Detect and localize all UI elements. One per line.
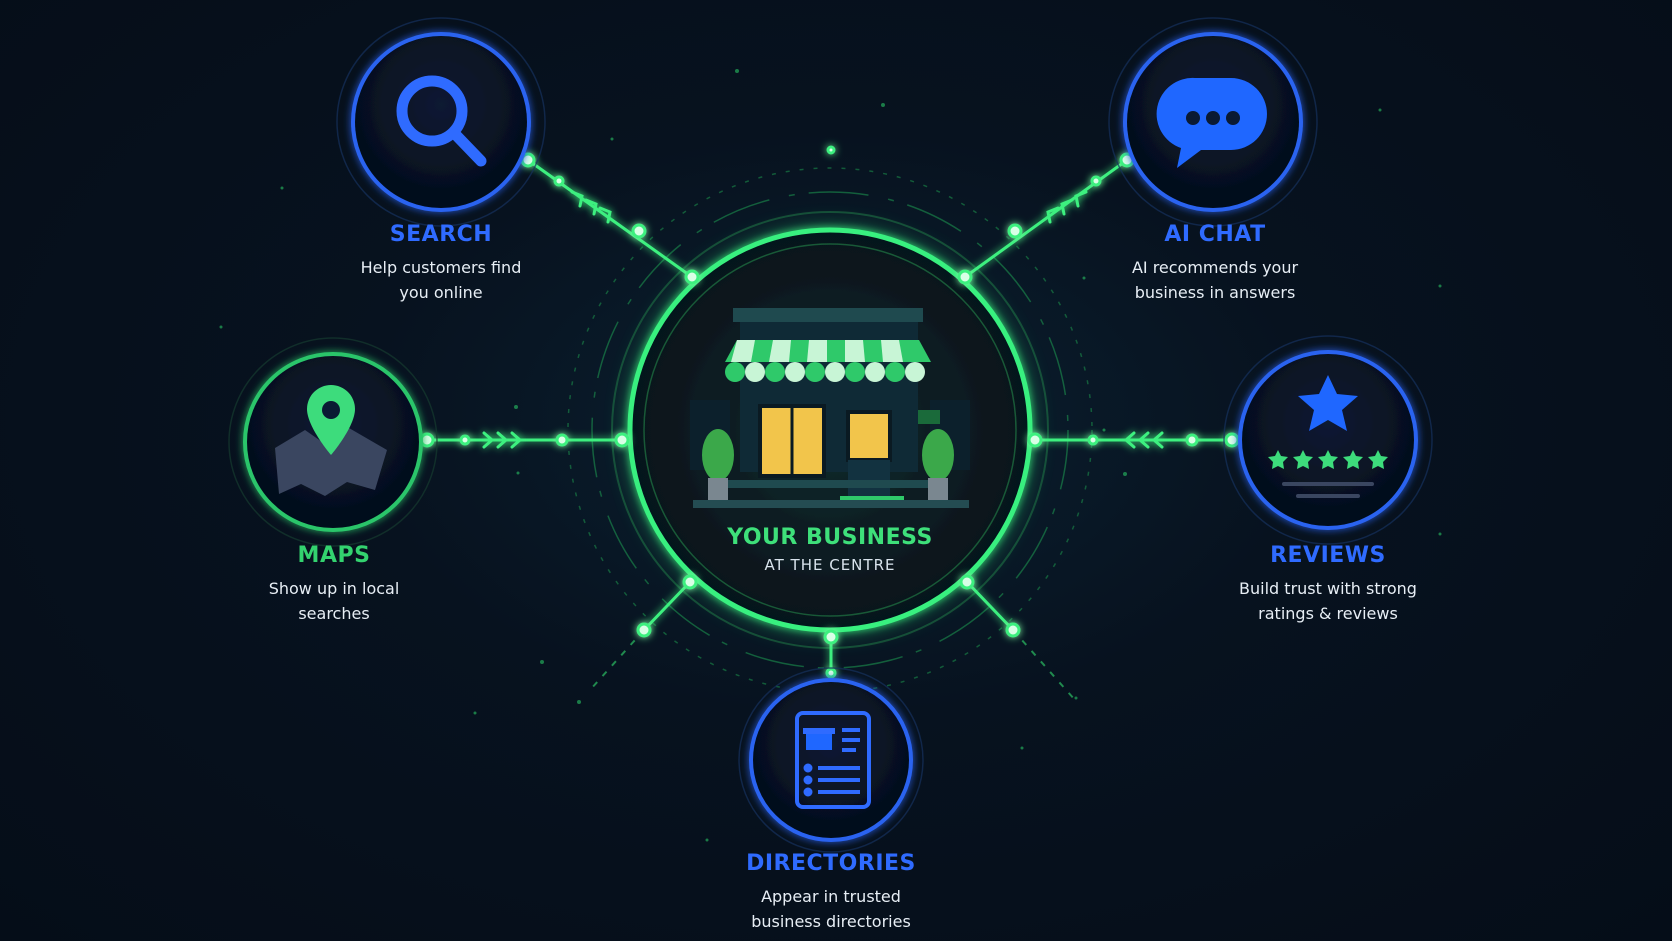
node-ai-chat: [1108, 17, 1318, 227]
node-search: [336, 17, 546, 227]
label-ai-chat: AI CHAT AI recommends your business in a…: [1085, 222, 1345, 305]
directory-listing-icon: [795, 711, 871, 809]
node-directories: [738, 667, 924, 853]
star-rating-icon: [1268, 375, 1388, 498]
reviews-title: REVIEWS: [1270, 543, 1386, 568]
label-search: SEARCH Help customers find you online: [311, 222, 571, 305]
maps-desc-2: searches: [298, 604, 370, 623]
flow-chevrons: [482, 190, 1164, 449]
background-dots: [219, 69, 1442, 842]
maps-desc-1: Show up in local: [268, 579, 400, 598]
node-maps: [228, 337, 438, 547]
plant-left: [702, 429, 734, 500]
chat-bubble-icon: [1156, 77, 1267, 168]
label-directories: DIRECTORIES Appear in trusted business d…: [701, 851, 961, 934]
center-label: YOUR BUSINESS AT THE CENTRE: [680, 525, 980, 574]
connector-diag-bl: [642, 580, 692, 632]
ai-chat-desc-2: business in answers: [1134, 283, 1296, 302]
storefront-icon: [690, 308, 970, 508]
center-subtitle: AT THE CENTRE: [764, 556, 896, 574]
search-desc-2: you online: [399, 283, 483, 302]
search-title: SEARCH: [389, 222, 493, 247]
node-reviews: [1223, 335, 1433, 545]
map-pin-icon: [275, 385, 387, 496]
reviews-desc-2: ratings & reviews: [1258, 604, 1398, 623]
reviews-desc-1: Build trust with strong: [1239, 579, 1417, 598]
maps-title: MAPS: [297, 543, 371, 568]
connector-diag-br: [965, 580, 1015, 632]
plant-right: [922, 429, 954, 500]
label-reviews: REVIEWS Build trust with strong ratings …: [1198, 543, 1458, 626]
label-maps: MAPS Show up in local searches: [204, 543, 464, 626]
magnifier-icon: [396, 75, 487, 167]
directories-desc-2: business directories: [751, 912, 911, 931]
ai-chat-desc-1: AI recommends your: [1131, 258, 1299, 277]
connector-dashes: [589, 629, 1076, 701]
search-desc-1: Help customers find: [360, 258, 522, 277]
directories-title: DIRECTORIES: [746, 851, 916, 876]
ai-chat-title: AI CHAT: [1164, 222, 1266, 247]
directories-desc-1: Appear in trusted: [761, 887, 901, 906]
connector-dots: [419, 145, 1240, 679]
center-title: YOUR BUSINESS: [727, 525, 933, 550]
